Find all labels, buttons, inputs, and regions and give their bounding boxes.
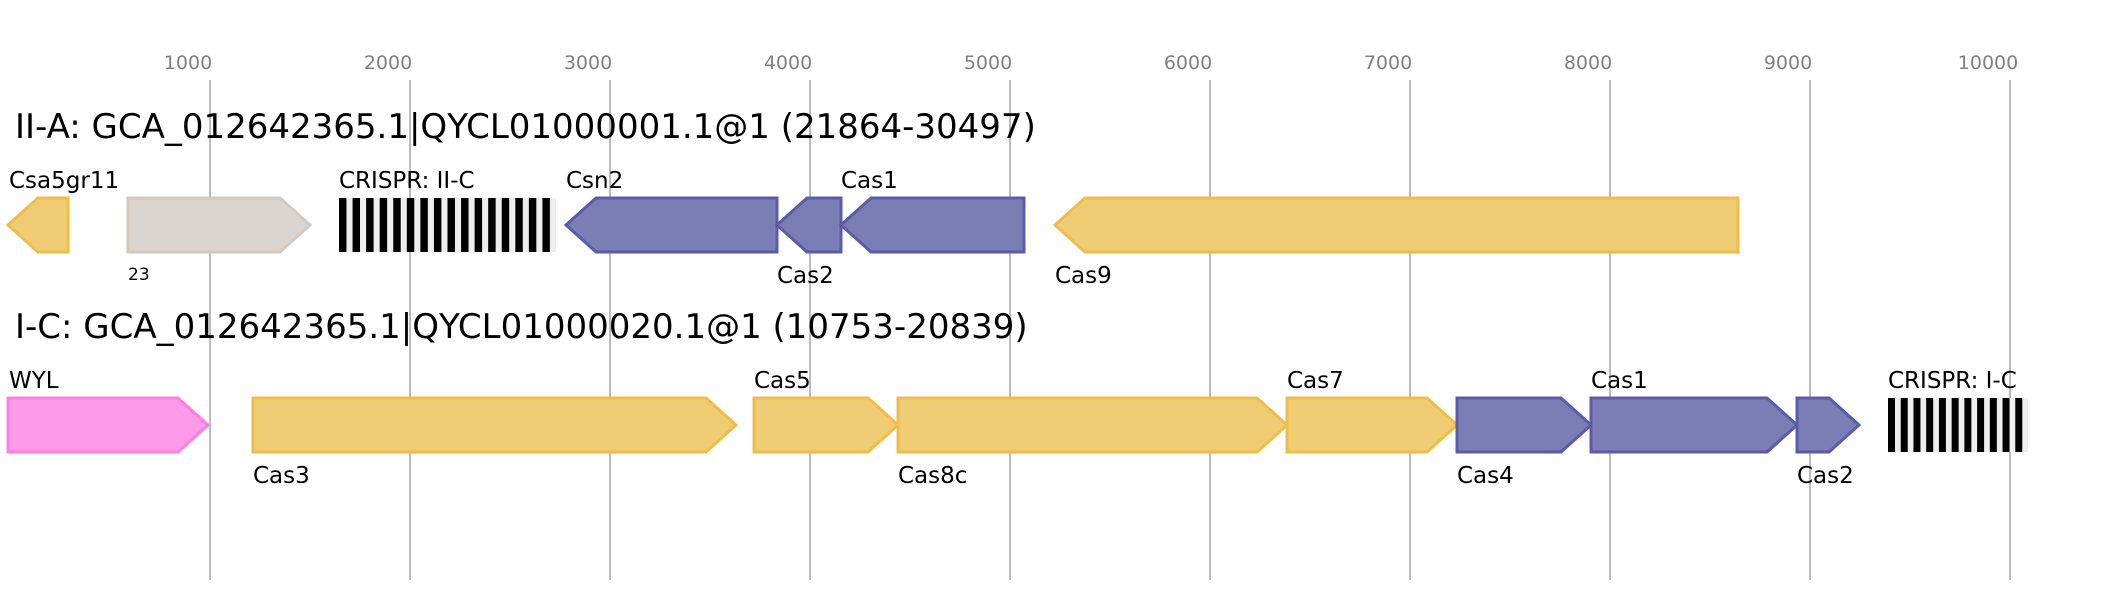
gene-label-23: 23: [128, 265, 150, 285]
crispr-repeat: [1926, 398, 1934, 452]
tick-label: 7000: [1364, 52, 1412, 74]
gene-label-cas7: Cas7: [1287, 368, 1344, 394]
crispr-repeat: [447, 198, 455, 252]
crispr-array-crispr-i-c: [1888, 398, 2028, 452]
gene-label-cas8c: Cas8c: [898, 463, 967, 489]
crispr-repeat: [488, 198, 496, 252]
row-titles: II-A: GCA_012642365.1|QYCL01000001.1@1 (…: [15, 107, 1036, 347]
crispr-repeat: [542, 198, 550, 252]
gene-label-csa5gr11: Csa5gr11: [9, 168, 119, 194]
row-title-i-c: I-C: GCA_012642365.1|QYCL01000020.1@1 (1…: [15, 307, 1028, 347]
gene-label-cas3: Cas3: [253, 463, 310, 489]
gene-arrow-cas9: [1052, 196, 1740, 254]
gene-arrow-cas3: [251, 396, 739, 454]
gene-arrow-cas4: [1455, 396, 1594, 454]
gene-label-cas9: Cas9: [1055, 263, 1112, 289]
gene-label-crispr-ii-c: CRISPR: II-C: [339, 168, 475, 194]
crispr-repeat: [1977, 398, 1985, 452]
gene-arrow-cas1: [1589, 396, 1800, 454]
crispr-repeat: [461, 198, 469, 252]
gene-arrow-csn2: [563, 196, 779, 254]
tick-label: 10000: [1958, 52, 2018, 74]
crispr-repeat: [406, 198, 415, 252]
tick-label: 2000: [364, 52, 412, 74]
gene-label-csn2: Csn2: [566, 168, 623, 194]
crispr-repeat: [379, 198, 388, 252]
crispr-repeat: [2015, 398, 2023, 452]
tick-label: 5000: [964, 52, 1012, 74]
crispr-repeat: [1964, 398, 1972, 452]
tick-label: 8000: [1564, 52, 1612, 74]
crispr-repeat: [1951, 398, 1959, 452]
crispr-repeat: [474, 198, 483, 252]
gene-arrow-csa5gr11: [5, 196, 70, 254]
row-title-ii-a: II-A: GCA_012642365.1|QYCL01000001.1@1 (…: [15, 107, 1036, 147]
tick-label: 9000: [1764, 52, 1812, 74]
tick-label: 6000: [1164, 52, 1212, 74]
crispr-repeat: [420, 198, 428, 252]
crispr-repeat: [339, 198, 347, 252]
gene-arrow-23: [126, 196, 313, 254]
crispr-repeat: [433, 198, 442, 252]
crispr-array-crispr-ii-c: [339, 198, 556, 252]
gene-arrow-wyl: [6, 396, 211, 454]
crispr-repeat: [1989, 398, 1997, 452]
tick-label: 3000: [564, 52, 612, 74]
crispr-repeat: [501, 198, 510, 252]
crispr-repeat: [1938, 398, 1946, 452]
crispr-repeat: [1913, 398, 1921, 452]
crispr-repeat: [1888, 398, 1895, 452]
axis-gridlines: 1000 2000 3000 4000 5000 6000 7000 8000 9000 1000…: [164, 52, 2018, 580]
crispr-repeat: [515, 198, 523, 252]
gene-label-wyl: WYL: [9, 368, 59, 394]
crispr-repeat: [352, 198, 361, 252]
gene-arrow-cas8c: [896, 396, 1290, 454]
crispr-repeat: [366, 198, 374, 252]
crispr-repeat: [2002, 398, 2010, 452]
gene-arrow-cas5: [752, 396, 901, 454]
gene-label-crispr-i-c: CRISPR: I-C: [1888, 368, 2017, 394]
tick-label: 4000: [764, 52, 812, 74]
crispr-repeat: [393, 198, 401, 252]
crispr-repeat: [1900, 398, 1908, 452]
gene-label-cas2: Cas2: [1797, 463, 1854, 489]
gene-label-cas5: Cas5: [754, 368, 811, 394]
gene-label-cas1: Cas1: [1591, 368, 1648, 394]
gene-label-cas4: Cas4: [1457, 463, 1514, 489]
gene-label-cas2: Cas2: [777, 263, 834, 289]
gene-arrow-cas2: [774, 196, 843, 254]
crispr-repeat: [528, 198, 537, 252]
gene-label-cas1: Cas1: [841, 168, 898, 194]
tick-label: 1000: [164, 52, 212, 74]
gene-arrow-cas2: [1795, 396, 1862, 454]
gene-arrow-cas7: [1285, 396, 1460, 454]
gene-arrow-cas1: [838, 196, 1026, 254]
